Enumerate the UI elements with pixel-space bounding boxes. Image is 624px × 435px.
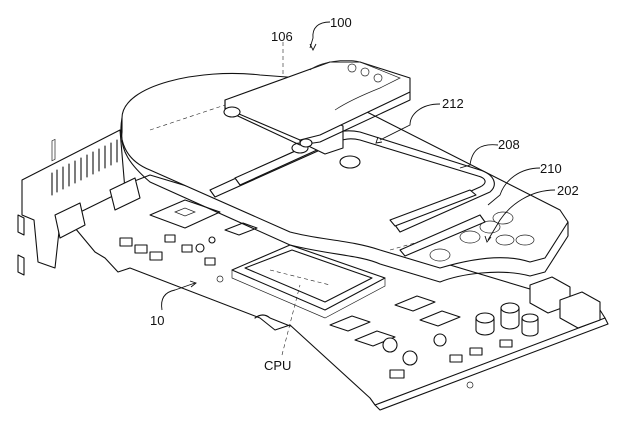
leader-100	[309, 21, 331, 49]
leader-cpu	[281, 284, 301, 356]
arrow-202	[484, 235, 492, 243]
label-cpu: CPU	[264, 358, 292, 373]
label-208: 208	[498, 137, 520, 152]
leader-212	[379, 103, 441, 141]
label-106: 106	[271, 29, 293, 44]
arrow-212	[375, 136, 383, 144]
leader-208	[459, 144, 499, 169]
label-10: 10	[150, 313, 165, 328]
leader-lines	[161, 21, 556, 356]
label-100: 100	[330, 15, 352, 30]
arrow-10	[189, 280, 197, 288]
vent-slots	[51, 138, 56, 162]
leader-202	[487, 189, 556, 241]
label-202: 202	[557, 183, 579, 198]
label-210: 210	[540, 161, 562, 176]
cpu-chip	[231, 244, 386, 319]
label-212: 212	[442, 96, 464, 111]
fan-plate	[223, 60, 411, 148]
arrow-100	[309, 43, 317, 52]
pci-bracket	[17, 129, 141, 276]
heat-sink-base	[120, 72, 569, 283]
leader-210	[487, 167, 541, 206]
leader-10	[161, 282, 196, 311]
